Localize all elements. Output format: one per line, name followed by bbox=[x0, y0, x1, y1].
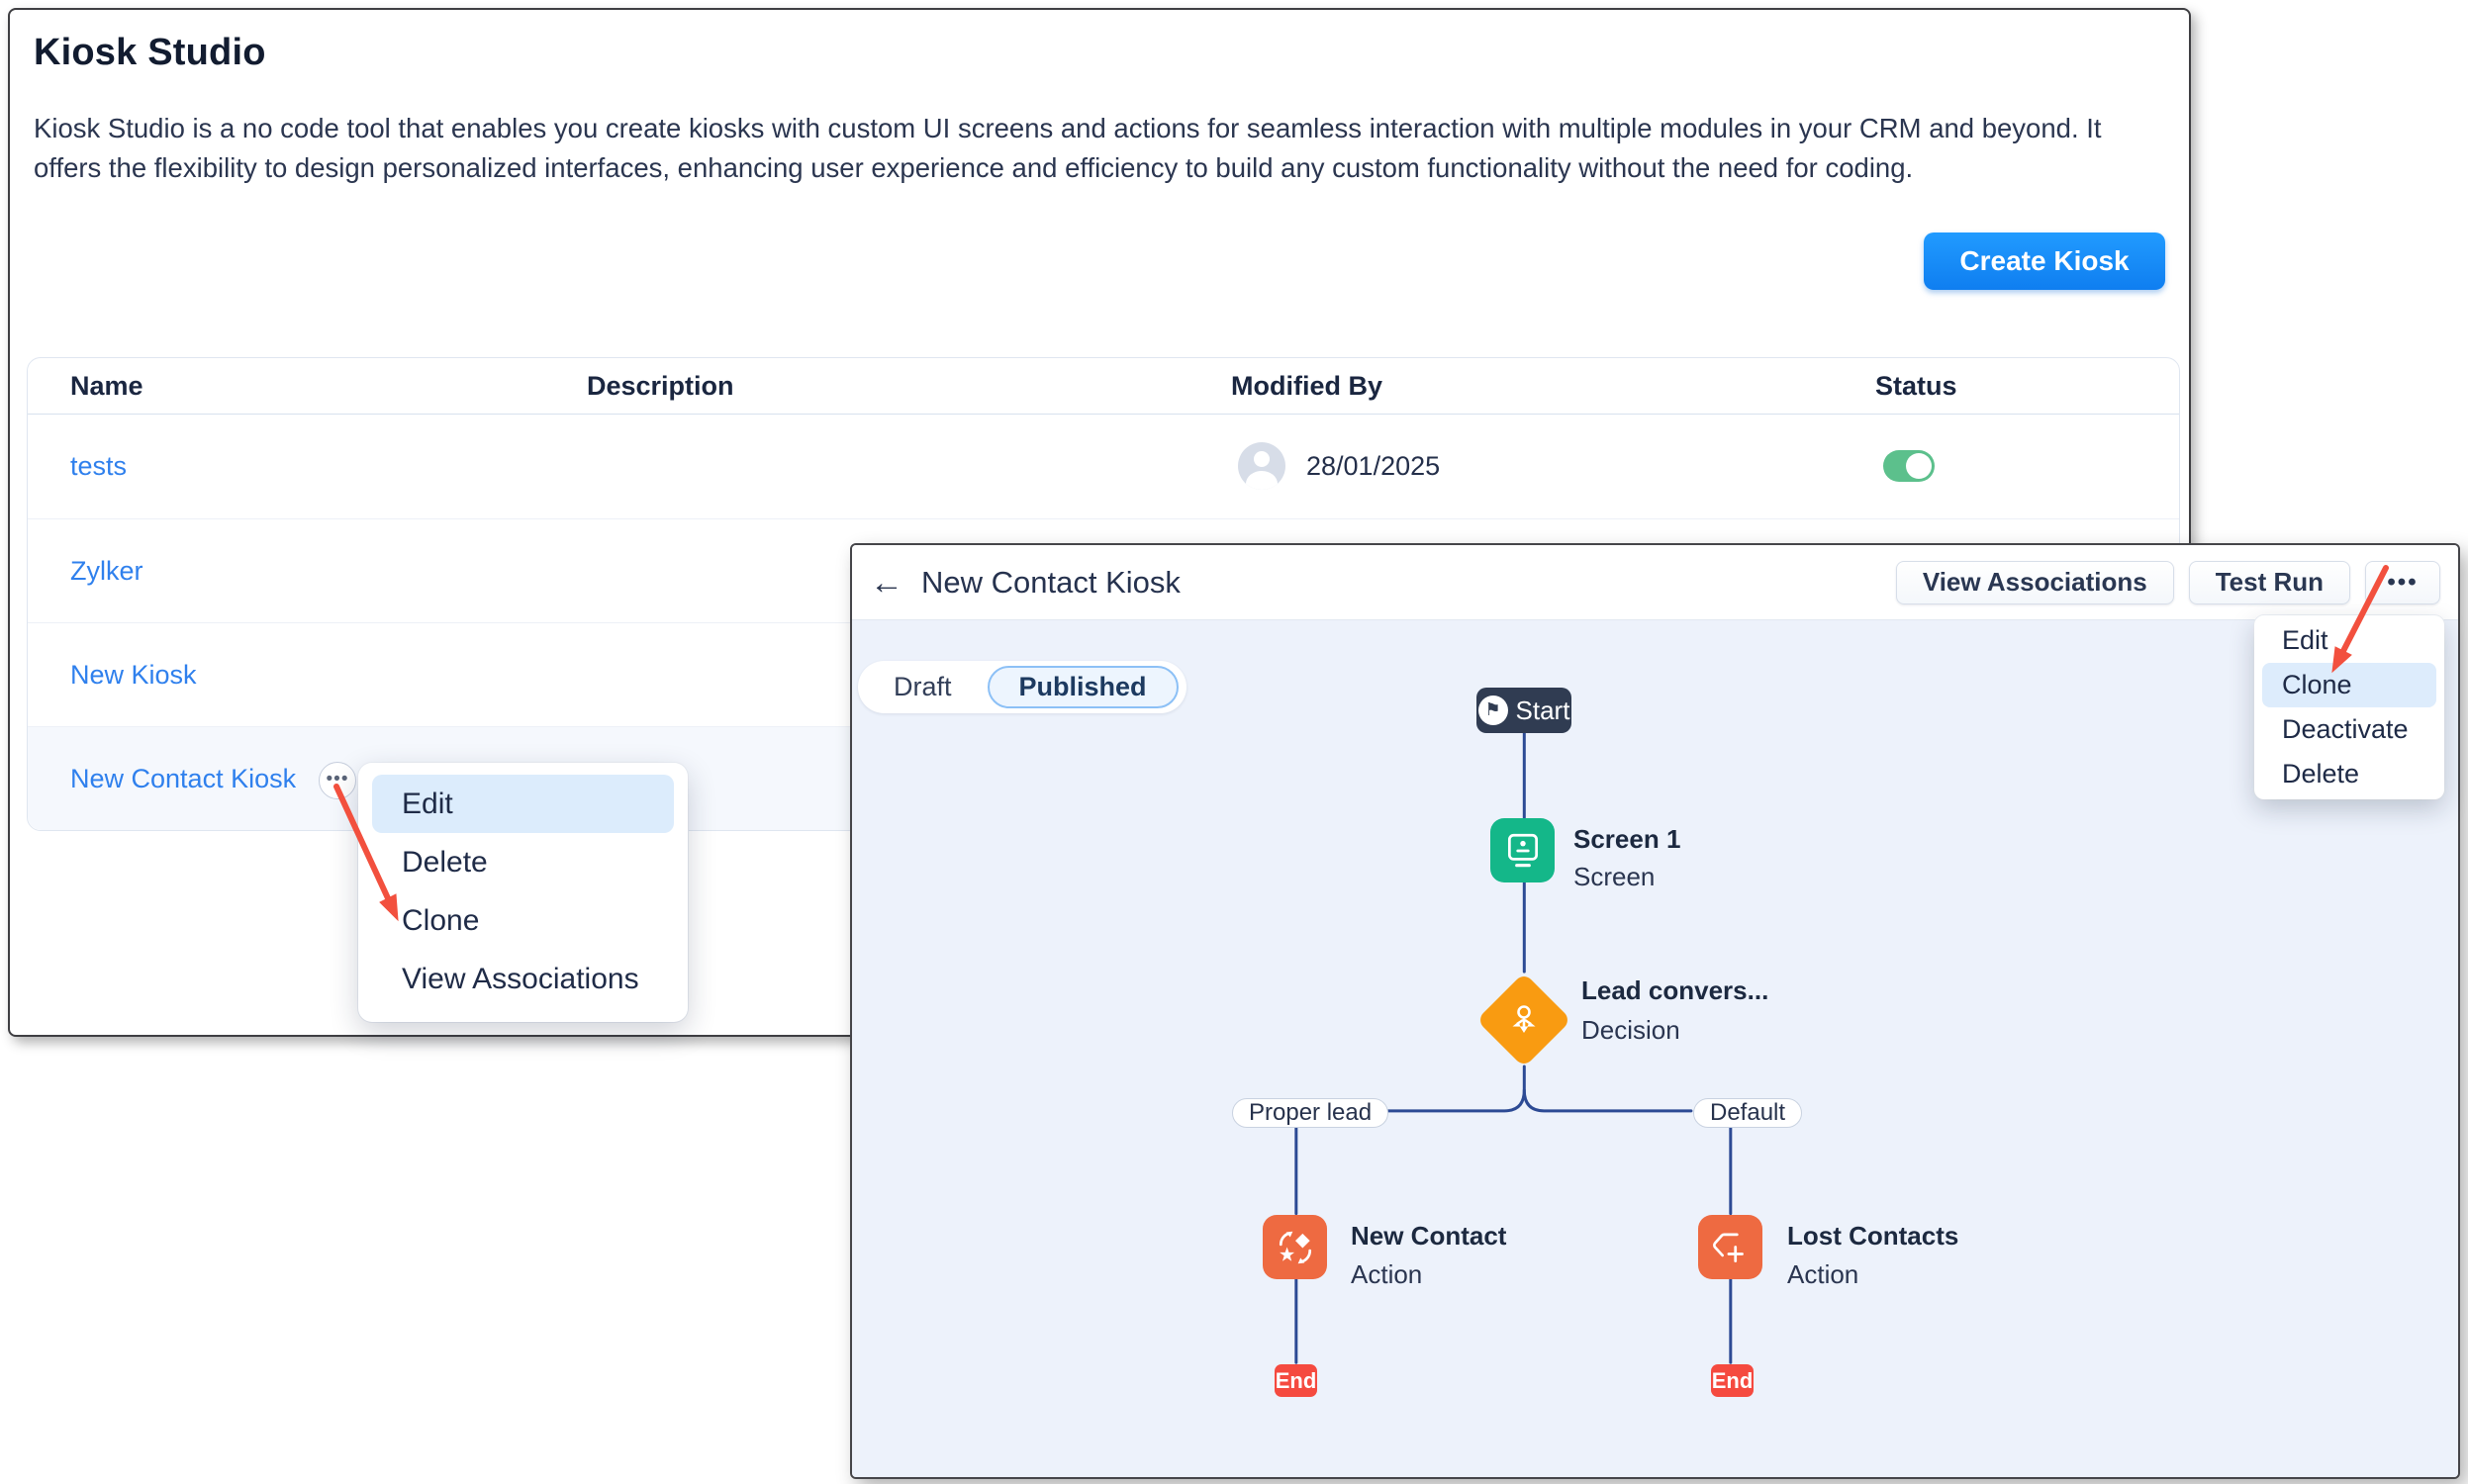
back-button[interactable]: ← bbox=[870, 566, 903, 600]
page-title: Kiosk Studio bbox=[34, 32, 266, 73]
menu-item-delete[interactable]: Delete bbox=[2282, 759, 2360, 788]
flow-end-node: End bbox=[1711, 1364, 1754, 1397]
menu-item-delete[interactable]: Delete bbox=[402, 846, 488, 879]
status-toggle[interactable] bbox=[1883, 450, 1935, 482]
start-node-label: Start bbox=[1515, 695, 1570, 725]
menu-item-clone[interactable]: Clone bbox=[2262, 663, 2436, 707]
menu-item-clone[interactable]: Clone bbox=[402, 904, 480, 937]
state-tabs: Draft Published bbox=[858, 661, 1187, 713]
table-row: Zylker bbox=[28, 518, 2179, 622]
kiosk-name-link[interactable]: New Contact Kiosk bbox=[70, 764, 297, 793]
kiosk-name-link[interactable]: tests bbox=[70, 451, 128, 481]
page-description: Kiosk Studio is a no code tool that enab… bbox=[34, 113, 2102, 183]
column-header-status: Status bbox=[1875, 371, 1957, 401]
kiosk-detail-window: ← New Contact Kiosk View Associations Te… bbox=[850, 543, 2460, 1479]
action-left-subtitle: Action bbox=[1351, 1259, 1423, 1289]
action-right-title: Lost Contacts bbox=[1787, 1221, 1959, 1251]
screen-node-subtitle: Screen bbox=[1573, 862, 1656, 891]
tab-published[interactable]: Published bbox=[987, 666, 1179, 708]
create-kiosk-button[interactable]: Create Kiosk bbox=[1924, 232, 2165, 290]
action-right-subtitle: Action bbox=[1787, 1259, 1859, 1289]
more-options-button[interactable]: ••• bbox=[2365, 560, 2440, 604]
screen-node-title: Screen 1 bbox=[1573, 824, 1681, 854]
user-avatar-icon bbox=[1238, 442, 1285, 490]
start-flag-icon: ⚑ bbox=[1477, 696, 1508, 725]
flow-action-new-contact[interactable] bbox=[1263, 1215, 1327, 1279]
test-run-button[interactable]: Test Run bbox=[2188, 560, 2350, 604]
kiosk-name-link[interactable]: New Kiosk bbox=[70, 660, 197, 690]
column-header-name: Name bbox=[70, 371, 143, 401]
branch-label-default: Default bbox=[1693, 1098, 1803, 1128]
action-left-title: New Contact bbox=[1351, 1221, 1507, 1251]
row-more-button[interactable]: ••• bbox=[319, 762, 356, 799]
table-header: Name Description Modified By Status bbox=[28, 358, 2179, 415]
kiosk-name-link[interactable]: Zylker bbox=[70, 556, 143, 586]
menu-item-deactivate[interactable]: Deactivate bbox=[2282, 714, 2409, 744]
column-header-modified-by: Modified By bbox=[1231, 371, 1382, 401]
menu-item-edit[interactable]: Edit bbox=[372, 775, 674, 833]
column-header-description: Description bbox=[587, 371, 734, 401]
detail-title: New Contact Kiosk bbox=[921, 564, 1181, 600]
decision-node-title: Lead convers... bbox=[1581, 975, 1769, 1005]
row-context-menu: Edit Delete Clone View Associations bbox=[358, 763, 688, 1022]
convert-action-icon bbox=[1279, 1231, 1311, 1263]
table-row: tests 28/01/2025 bbox=[28, 415, 2179, 518]
view-associations-button[interactable]: View Associations bbox=[1895, 560, 2174, 604]
flow-action-lost-contacts[interactable] bbox=[1698, 1215, 1762, 1279]
menu-item-view-associations[interactable]: View Associations bbox=[402, 963, 639, 995]
flow-screen-node[interactable] bbox=[1490, 818, 1555, 882]
decision-branch-icon bbox=[1512, 1005, 1536, 1033]
tag-plus-action-icon bbox=[1712, 1233, 1744, 1262]
flow-connectors bbox=[1294, 731, 1733, 1364]
overlay-more-menu: Edit Clone Deactivate Delete bbox=[2254, 615, 2444, 799]
flow-canvas: Draft Published ⚑ Start Screen 1 Screen bbox=[852, 620, 2458, 1477]
menu-item-edit[interactable]: Edit bbox=[2282, 625, 2328, 655]
back-arrow-icon: ← bbox=[870, 563, 903, 602]
screen-monitor-icon bbox=[1507, 833, 1538, 867]
detail-header: ← New Contact Kiosk View Associations Te… bbox=[852, 545, 2458, 620]
branch-label-proper-lead: Proper lead bbox=[1232, 1098, 1389, 1128]
flow-end-node: End bbox=[1275, 1364, 1317, 1397]
modified-date: 28/01/2025 bbox=[1306, 451, 1441, 481]
flow-start-node[interactable]: ⚑ Start bbox=[1476, 688, 1571, 733]
tab-draft[interactable]: Draft bbox=[894, 672, 952, 701]
decision-node-subtitle: Decision bbox=[1581, 1015, 1680, 1045]
